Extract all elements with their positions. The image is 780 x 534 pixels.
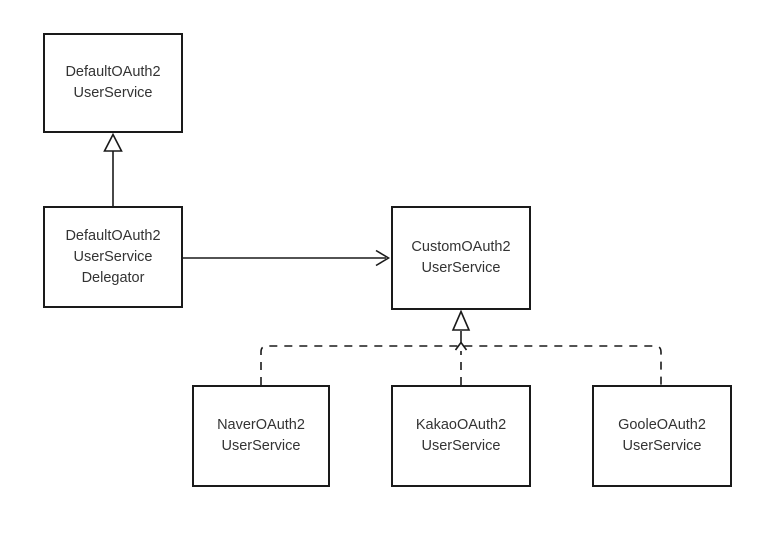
- node-kakao-oauth2-user-service: KakaoOAuth2 UserService: [391, 385, 531, 487]
- hollow-triangle-arrowhead: [451, 309, 471, 331]
- node-naver-oauth2-user-service: NaverOAuth2 UserService: [192, 385, 330, 487]
- node-default-oauth2-user-service-delegator: DefaultOAuth2 UserService Delegator: [43, 206, 183, 308]
- open-arrowhead: [375, 249, 391, 267]
- node-goole-oauth2-user-service: GooleOAuth2 UserService: [592, 385, 732, 487]
- edge-implementations-to-custom: [260, 309, 662, 385]
- hollow-triangle-arrowhead: [103, 132, 123, 152]
- dashed-trunk: [260, 345, 662, 385]
- edge-delegator-to-custom: [183, 249, 391, 267]
- node-default-oauth2-user-service: DefaultOAuth2 UserService: [43, 33, 183, 133]
- node-custom-oauth2-user-service: CustomOAuth2 UserService: [391, 206, 531, 310]
- edge-delegator-extends-default: [103, 132, 123, 206]
